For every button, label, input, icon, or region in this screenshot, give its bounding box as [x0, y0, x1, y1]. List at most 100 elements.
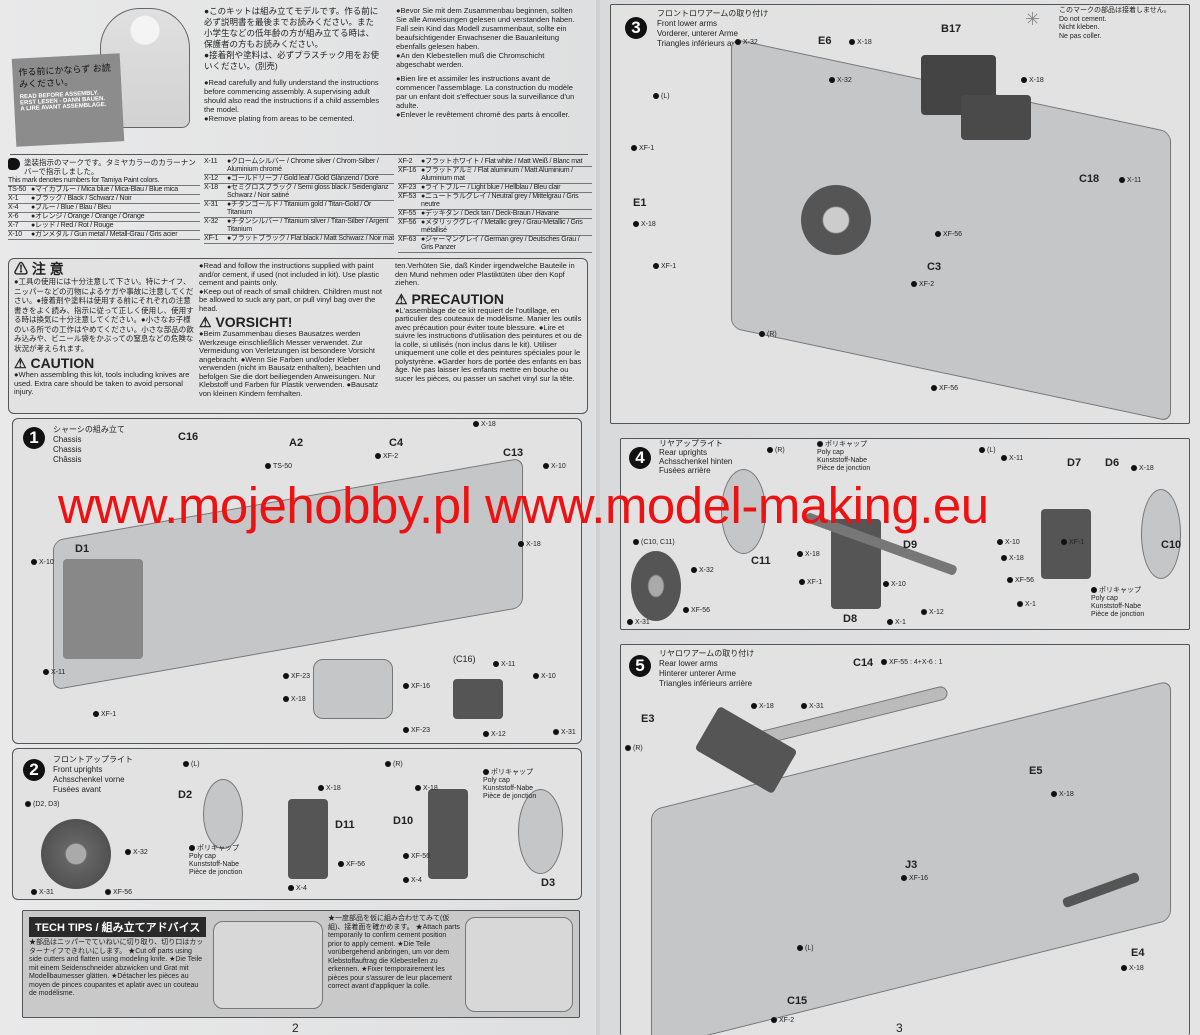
- intro-en1: ●Read carefully and fully understand the…: [204, 78, 380, 114]
- paint-row: X-4 ●ブルー / Blue / Blau / Bleu: [8, 204, 200, 213]
- annotation-label: XF-1: [653, 263, 676, 270]
- annotation-label: XF-2: [375, 453, 398, 460]
- divider: [10, 154, 588, 155]
- intro-en2: ●Remove plating from areas to be cemente…: [204, 114, 355, 123]
- paint-code: X-31: [204, 201, 218, 208]
- battery-2: [961, 95, 1031, 140]
- annotation-label: Fusées arrière: [659, 466, 711, 475]
- part-label: D1: [75, 543, 90, 555]
- caution-jp: ●工具の使用には十分注意して下さい。特にナイフ、ニッパーなどの刃物によるケガや事…: [14, 277, 194, 353]
- paint-code: XF-2: [398, 158, 413, 165]
- part-label: D9: [903, 539, 918, 551]
- paint-row: X-18●セミグロスブラック / Semi gloss black / Seid…: [204, 184, 394, 201]
- paint-code: XF-63: [398, 236, 417, 243]
- paint-name: ●オレンジ / Orange / Orange / Orange: [31, 213, 145, 220]
- annotation-label: XF-2: [911, 281, 934, 288]
- sign-jp: 作る前にかならず お読みください。: [18, 62, 111, 90]
- paint-code: X-1: [8, 195, 19, 202]
- annotation-label: X-18: [473, 421, 496, 428]
- annotation-label: Achsschenkel vorne: [53, 775, 125, 784]
- annotation-label: X-1: [887, 619, 906, 626]
- annotation-label: リヤロワアームの取り付け: [659, 649, 755, 658]
- part-label: D3: [541, 877, 556, 889]
- paint-code: TS-50: [8, 186, 27, 193]
- intro-de1: ●Bevor Sie mit dem Zusammenbau beginnen,…: [396, 6, 575, 51]
- test-fit-illustration: [465, 917, 573, 1012]
- paint-name: ●ブルー / Blue / Blau / Bleu: [31, 204, 111, 211]
- part-label: C18: [1079, 173, 1100, 185]
- part-label: C3: [927, 261, 942, 273]
- paint-code: XF-53: [398, 193, 417, 200]
- annotation-label: X-10: [31, 559, 54, 566]
- annotation-label: Front lower arms: [657, 19, 718, 28]
- annotation-label: (R): [625, 745, 643, 752]
- paint-code: XF-1: [204, 235, 219, 242]
- caution-en3: ●Keep out of reach of small children. Ch…: [199, 286, 382, 313]
- annotation-label: シャーシの組み立て: [53, 425, 125, 434]
- annotation-label: XF-56: [338, 861, 365, 868]
- annotation-label: X-1: [1017, 601, 1036, 608]
- disc-left: [203, 779, 243, 849]
- paint-name: ●レッド / Red / Rot / Rouge: [31, 222, 114, 229]
- annotation-label: X-11: [493, 661, 515, 668]
- rear-brake-disc: [631, 551, 681, 621]
- annotation-label: (L): [183, 761, 200, 768]
- paint-table-col1: 塗装指示のマークです。タミヤカラーのカラーナンバーで指示しました。 This m…: [8, 158, 200, 240]
- paint-name: ●チタンゴールド / Titanium gold / Titan-Gold / …: [227, 201, 372, 216]
- paint-row: X-32●チタンシルバー / Titanium silver / Titan-S…: [204, 218, 394, 235]
- part-label: J3: [905, 859, 918, 871]
- part-label: D8: [843, 613, 858, 625]
- page-number: 3: [896, 1021, 903, 1035]
- part-label: C13: [503, 447, 524, 459]
- annotation-label: フロントアップライト: [53, 755, 133, 764]
- part-label: C11: [751, 555, 771, 567]
- annotation-label: (D2, D3): [25, 801, 59, 808]
- intro-fr2: ●Enlever le revêtement chromé des parts …: [396, 110, 570, 119]
- paint-row: X-11●クロームシルバー / Chrome silver / Chrom-Si…: [204, 158, 394, 175]
- annotation-label: X-10: [543, 463, 566, 470]
- paint-code: X-10: [8, 231, 22, 238]
- annotation-label: Vorderer, unterer Arme: [657, 29, 738, 38]
- side-cutters-illustration: [213, 921, 323, 1009]
- watermark: www.mojehobby.pl www.model-making.eu: [58, 477, 989, 534]
- paint-name: ●ゴールドリーフ / Gold leaf / Gold Glänzend / D…: [227, 175, 379, 182]
- paint-code: X-11: [204, 158, 218, 165]
- paint-row: X-12●ゴールドリーフ / Gold leaf / Gold Glänzend…: [204, 175, 394, 184]
- caution-en-title: ⚠ CAUTION: [14, 355, 95, 371]
- brake-disc: [41, 819, 111, 889]
- part-label: E3: [641, 713, 655, 725]
- annotation-label: Front uprights: [53, 765, 103, 774]
- left-page: 作る前にかならず お読みください。 READ BEFORE ASSEMBLY. …: [0, 0, 596, 1035]
- paint-row: X-7●レッド / Red / Rot / Rouge: [8, 222, 200, 231]
- annotation-label: XF-56: [935, 231, 962, 238]
- annotation-label: (R): [759, 331, 777, 338]
- annotation-label: Achsschenkel hinten: [659, 457, 733, 466]
- annotation-label: XF-16: [901, 875, 928, 882]
- step-number: 3: [625, 17, 647, 39]
- annotation-label: X-32: [735, 39, 758, 46]
- annotation-label: X-18: [415, 785, 438, 792]
- caution-de-cont: ten.Verhüten Sie, daß Kinder irgendwelch…: [395, 261, 575, 287]
- annotation-label: X-31: [627, 619, 650, 626]
- annotation-label: XF-2: [771, 1017, 794, 1024]
- paint-code: X-4: [8, 204, 19, 211]
- paint-code: X-6: [8, 213, 19, 220]
- part-label: E4: [1131, 947, 1145, 959]
- upright-left: [288, 799, 328, 879]
- caution-fr: ●L'assemblage de ce kit requiert de l'ou…: [395, 305, 582, 383]
- paint-row: XF-23●ライトブルー / Light blue / Hellblau / B…: [398, 184, 592, 193]
- upright-right: [428, 789, 468, 879]
- paint-code: X-18: [204, 184, 218, 191]
- tech-tip-a: ★部品はニッパーでていねいに切り取り、切り口はカッターナイフできれいにします。 …: [29, 939, 204, 997]
- paint-name: ●フラットホワイト / Flat white / Matt Weiß / Bla…: [421, 158, 583, 165]
- annotation-label: Triangles inférieurs arrière: [659, 679, 753, 688]
- paint-name: ●ライトブルー / Light blue / Hellblau / Bleu c…: [421, 184, 561, 191]
- paint-name: ●ブラック / Black / Schwarz / Noir: [31, 195, 132, 202]
